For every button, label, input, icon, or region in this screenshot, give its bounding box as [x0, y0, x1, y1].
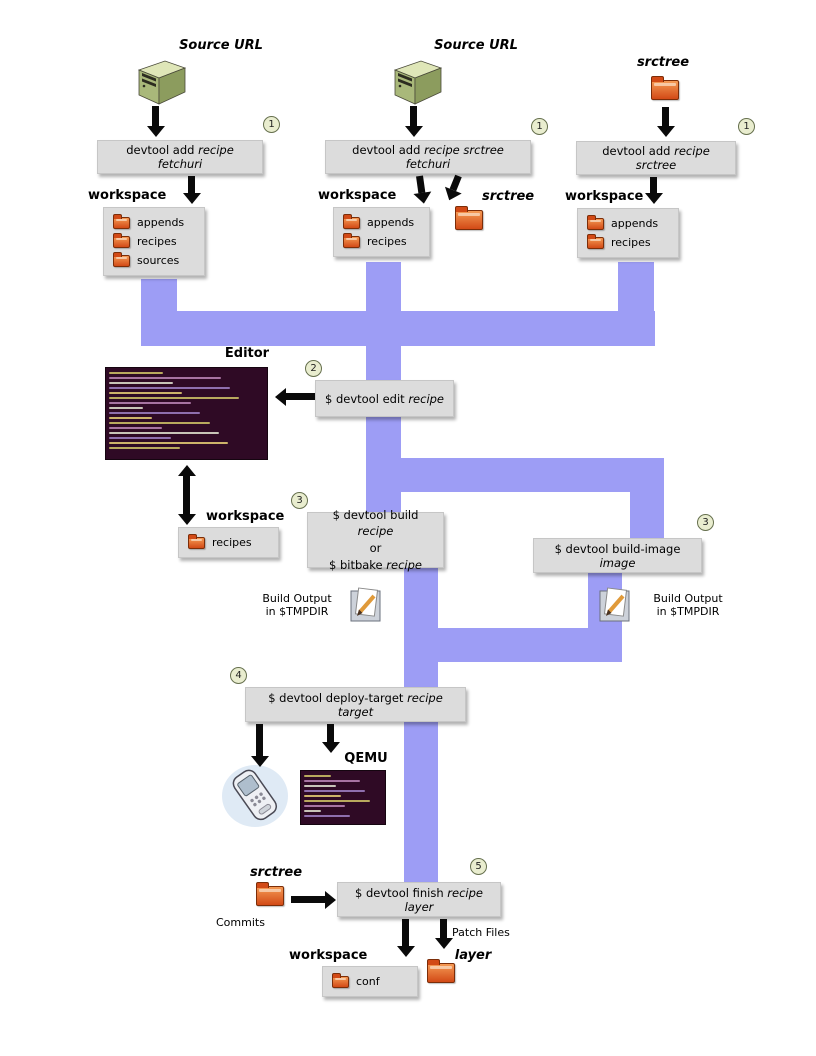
- server-icon-1: [137, 60, 187, 105]
- devtool-finish-box: $ devtool finish recipe layer: [337, 882, 501, 917]
- srctree-finish-label: srctree: [249, 865, 303, 880]
- arrow-deploy-to-qemu: [327, 724, 334, 742]
- build-line-2: $ bitbake recipe: [328, 557, 422, 572]
- folder-icon: [113, 213, 130, 229]
- folder-icon: [343, 232, 360, 248]
- devtool-add-srctree-fetchuri-box: devtool add recipe srctree fetchuri: [325, 140, 531, 174]
- folder-icon: [343, 213, 360, 229]
- workspace-label-3: workspace: [565, 189, 644, 204]
- step-badge-4: 4: [230, 667, 247, 684]
- flow-pipe-buildimage-branch-vertical: [630, 458, 664, 540]
- build-output-icon-left: [350, 587, 381, 622]
- build-output-icon-right: [599, 587, 630, 622]
- devtool-deploy-target-box: $ devtool deploy-target recipe target: [245, 687, 466, 722]
- source-url-label-2: Source URL: [434, 38, 518, 53]
- layer-folder-icon: [427, 959, 455, 983]
- workspace-box-1: appends recipes sources: [103, 207, 205, 276]
- srctree-output-label: srctree: [482, 189, 535, 204]
- workspace-box-2: appends recipes: [333, 207, 430, 257]
- arrow-srctree-to-add3: [662, 107, 669, 126]
- patch-files-label: Patch Files: [452, 926, 510, 939]
- flow-pipe-return-horizontal: [404, 628, 622, 662]
- workspace2-row-appends: appends: [343, 213, 420, 229]
- folder-icon: [587, 214, 604, 230]
- folder-icon: [113, 232, 130, 248]
- workspace-edit-row-recipes: recipes: [188, 533, 269, 549]
- step-badge-3b: 3: [697, 514, 714, 531]
- step-badge-2: 2: [305, 360, 322, 377]
- workspace-label-edit: workspace: [206, 509, 285, 524]
- devtool-edit-command: $ devtool edit recipe: [324, 391, 445, 406]
- build-output-label-right: Build Output in $TMPDIR: [653, 592, 723, 618]
- folder-icon: [113, 251, 130, 267]
- workspace1-row-sources: sources: [113, 251, 195, 267]
- srctree-source-label: srctree: [636, 55, 690, 70]
- devtool-build-image-box: $ devtool build-image image: [533, 538, 702, 573]
- build-line-1: $ devtool build recipe: [332, 507, 419, 539]
- step-badge-1b: 1: [531, 118, 548, 135]
- arrow-add1-to-workspace1: [188, 176, 195, 193]
- arrow-source2-to-add2: [410, 106, 417, 126]
- arrow-editor-workspace-sync: [183, 476, 190, 514]
- arrow-add2-to-workspace2: [416, 175, 426, 194]
- workspace1-row-appends: appends: [113, 213, 195, 229]
- workspace-label-1: workspace: [88, 188, 167, 203]
- qemu-terminal-screenshot: [300, 770, 386, 825]
- build-output-label-left: Build Output in $TMPDIR: [262, 592, 332, 618]
- commits-label: Commits: [216, 916, 265, 929]
- workspace-box-3: appends recipes: [577, 208, 679, 258]
- workspace-box-edit: recipes: [178, 527, 279, 558]
- workspace-label-2: workspace: [318, 188, 397, 203]
- arrow-add2-to-srctree: [449, 174, 462, 192]
- step-badge-1c: 1: [738, 118, 755, 135]
- devtool-build-command: $ devtool build recipe or $ bitbake reci…: [313, 507, 438, 574]
- devtool-build-image-command: $ devtool build-image image: [554, 541, 681, 570]
- workspace3-row-appends: appends: [587, 214, 669, 230]
- editor-label: Editor: [224, 346, 270, 361]
- workspace3-row-recipes: recipes: [587, 233, 669, 249]
- workspace2-row-recipes: recipes: [343, 232, 420, 248]
- srctree-source-folder-icon: [651, 76, 679, 100]
- flow-pipe-center-vertical-lower: [404, 568, 438, 882]
- devtool-add-srctree-command: devtool add recipe srctree: [602, 144, 710, 172]
- qemu-label: QEMU: [344, 751, 388, 766]
- arrow-source1-to-add1: [152, 106, 159, 126]
- step-badge-5: 5: [470, 858, 487, 875]
- flow-pipe-buildimage-branch-horizontal: [401, 458, 664, 492]
- folder-icon: [587, 233, 604, 249]
- arrow-commits-to-finish: [291, 896, 325, 903]
- devtool-build-box: $ devtool build recipe or $ bitbake reci…: [307, 508, 444, 572]
- srctree-finish-folder-icon: [256, 882, 284, 906]
- devtool-edit-box: $ devtool edit recipe: [315, 380, 454, 417]
- arrow-edit-to-editor: [286, 393, 315, 400]
- layer-label: layer: [454, 948, 492, 963]
- arrow-finish-to-layer: [440, 919, 447, 938]
- devtool-add-fetchuri-command: devtool add recipe fetchuri: [126, 143, 234, 171]
- devtool-add-srctree-fetchuri-command: devtool add recipe srctree fetchuri: [352, 143, 504, 171]
- phone-icon: [222, 765, 288, 827]
- arrow-add3-to-workspace3: [650, 177, 657, 193]
- source-url-label-1: Source URL: [179, 38, 263, 53]
- srctree-folder-icon: [455, 206, 483, 230]
- workspace-box-finish: conf: [322, 966, 418, 997]
- folder-icon: [332, 972, 349, 988]
- workspace-label-finish: workspace: [289, 948, 368, 963]
- devtool-deploy-target-command: $ devtool deploy-target recipe target: [268, 690, 443, 719]
- build-line-or: or: [369, 541, 382, 555]
- step-badge-3a: 3: [291, 492, 308, 509]
- editor-terminal-screenshot: [105, 367, 268, 460]
- devtool-add-fetchuri-box: devtool add recipe fetchuri: [97, 140, 263, 174]
- workspace1-row-recipes: recipes: [113, 232, 195, 248]
- arrow-deploy-to-device: [256, 724, 263, 756]
- workspace-finish-row-conf: conf: [332, 972, 408, 988]
- folder-icon: [188, 533, 205, 549]
- flow-pipe-right-vertical: [618, 262, 654, 346]
- server-icon-2: [393, 60, 443, 105]
- arrow-finish-to-workspace: [402, 919, 409, 946]
- devtool-finish-command: $ devtool finish recipe layer: [355, 885, 483, 914]
- step-badge-1a: 1: [263, 116, 280, 133]
- devtool-add-srctree-box: devtool add recipe srctree: [576, 141, 736, 175]
